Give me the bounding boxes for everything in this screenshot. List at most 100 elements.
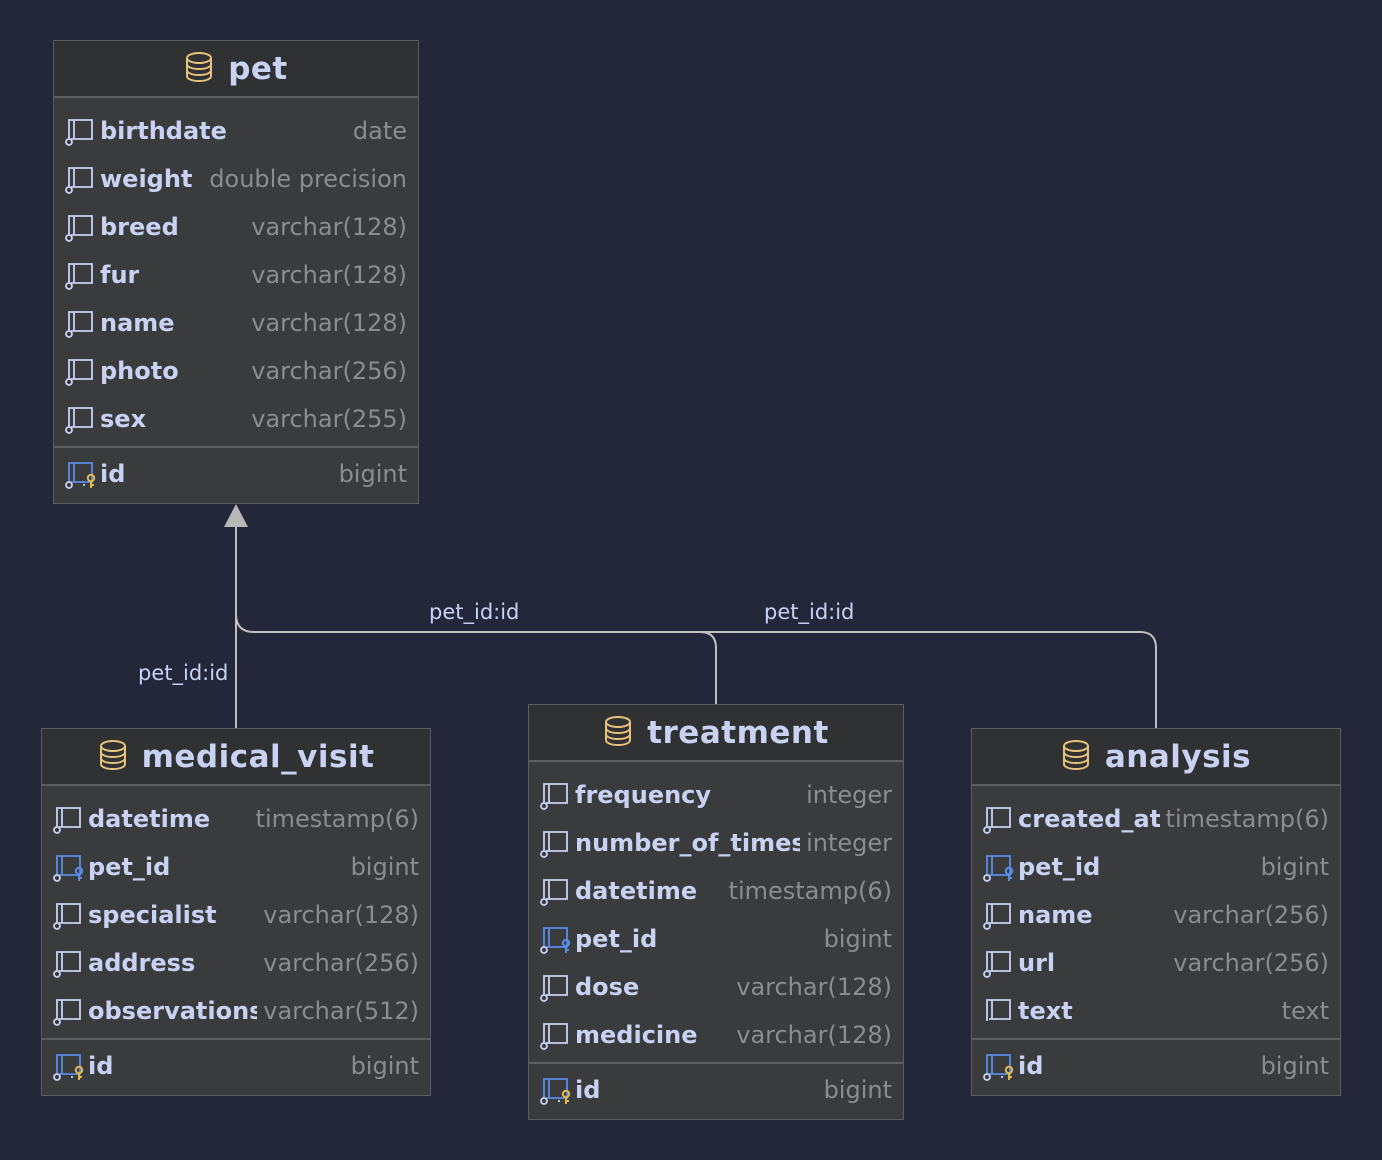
- database-table-icon: [98, 739, 142, 775]
- column-icon: [64, 355, 96, 387]
- column-name: pet_id: [88, 853, 171, 881]
- column-icon: [539, 779, 571, 811]
- column-icon: [52, 947, 84, 979]
- table-title: analysis: [1104, 738, 1252, 775]
- column-row[interactable]: pet_id bigint: [529, 915, 903, 963]
- column-type: varchar(256): [251, 357, 407, 385]
- column-type: varchar(255): [251, 405, 407, 433]
- column-type: varchar(128): [263, 901, 419, 929]
- column-icon: [64, 307, 96, 339]
- column-name: address: [88, 949, 196, 977]
- column-name: medicine: [575, 1021, 698, 1049]
- column-type: bigint: [1260, 853, 1329, 881]
- column-name: photo: [100, 357, 179, 385]
- column-row[interactable]: url varchar(256): [972, 939, 1340, 987]
- column-name: number_of_times: [575, 829, 801, 857]
- table-header[interactable]: treatment: [529, 705, 903, 762]
- column-type: bigint: [823, 925, 892, 953]
- column-icon: [52, 803, 84, 835]
- relation-label-analysis: pet_id:id: [764, 600, 855, 624]
- column-name: text: [1018, 997, 1073, 1025]
- column-icon: [539, 827, 571, 859]
- column-type: text: [1281, 997, 1329, 1025]
- relation-line-treatment: [235, 613, 717, 704]
- column-type: bigint: [350, 853, 419, 881]
- column-row[interactable]: address varchar(256): [42, 939, 430, 987]
- column-type: bigint: [350, 1052, 419, 1080]
- column-name: sex: [100, 405, 147, 433]
- column-icon: [52, 899, 84, 931]
- column-row[interactable]: medicine varchar(128): [529, 1011, 903, 1059]
- not-null-column-icon: [982, 995, 1014, 1027]
- column-icon: [52, 995, 84, 1027]
- column-icon: [539, 875, 571, 907]
- column-icon: [539, 1019, 571, 1051]
- primary-key-row[interactable]: id bigint: [54, 446, 418, 500]
- column-type: varchar(256): [1173, 949, 1329, 977]
- column-type: bigint: [338, 460, 407, 488]
- column-type: bigint: [1260, 1052, 1329, 1080]
- column-row[interactable]: pet_id bigint: [42, 843, 430, 891]
- primary-key-column-icon: [52, 1050, 84, 1082]
- column-type: varchar(128): [251, 261, 407, 289]
- table-header[interactable]: pet: [54, 41, 418, 98]
- column-icon: [64, 115, 96, 147]
- column-type: varchar(256): [1173, 901, 1329, 929]
- table-header[interactable]: medical_visit: [42, 729, 430, 786]
- column-row[interactable]: text text: [972, 987, 1340, 1035]
- column-type: double precision: [209, 165, 407, 193]
- column-icon: [64, 211, 96, 243]
- column-icon: [982, 803, 1014, 835]
- arrowhead-icon: [224, 504, 248, 527]
- foreign-key-column-icon: [982, 851, 1014, 883]
- column-type: varchar(256): [263, 949, 419, 977]
- column-name: pet_id: [575, 925, 658, 953]
- column-icon: [982, 947, 1014, 979]
- table-header[interactable]: analysis: [972, 729, 1340, 786]
- column-icon: [982, 899, 1014, 931]
- column-name: url: [1018, 949, 1056, 977]
- primary-key-row[interactable]: id bigint: [529, 1062, 903, 1116]
- column-type: varchar(128): [736, 1021, 892, 1049]
- column-name: id: [100, 460, 126, 488]
- column-icon: [539, 971, 571, 1003]
- column-name: frequency: [575, 781, 712, 809]
- column-icon: [64, 163, 96, 195]
- column-row[interactable]: photo varchar(256): [54, 347, 418, 395]
- foreign-key-column-icon: [539, 923, 571, 955]
- column-name: datetime: [575, 877, 698, 905]
- column-row[interactable]: sex varchar(255): [54, 395, 418, 443]
- relation-label-medical-visit: pet_id:id: [138, 661, 229, 685]
- column-name: birthdate: [100, 117, 227, 145]
- column-type: bigint: [823, 1076, 892, 1104]
- column-name: dose: [575, 973, 640, 1001]
- column-name: id: [575, 1076, 601, 1104]
- foreign-key-column-icon: [52, 851, 84, 883]
